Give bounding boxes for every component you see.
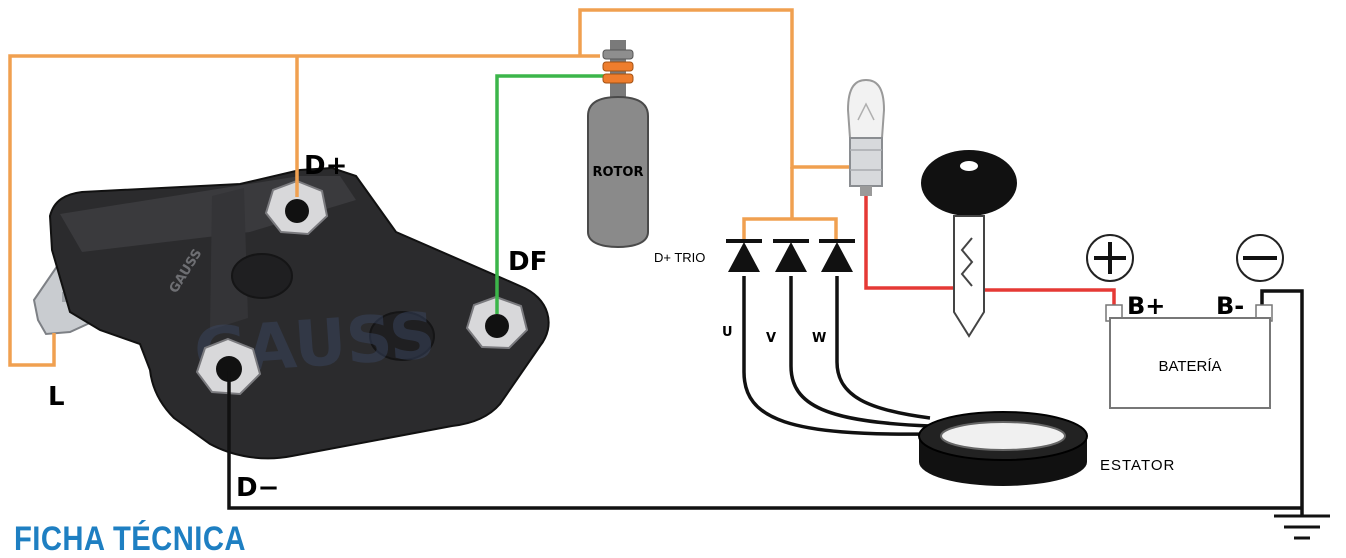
diode-trio bbox=[726, 239, 855, 272]
diode-w bbox=[819, 239, 855, 272]
stator-coil bbox=[918, 411, 1088, 486]
d-plus-trio-label: D+ TRIO bbox=[654, 250, 705, 265]
estator-label: ESTATOR bbox=[1100, 457, 1175, 474]
ground-icon bbox=[1274, 514, 1330, 540]
d-minus-terminal-nut bbox=[195, 337, 262, 396]
ignition-key-icon bbox=[921, 150, 1017, 338]
b-minus-label: B- bbox=[1216, 292, 1244, 320]
voltage-regulator: GAUSS GAUSS bbox=[32, 166, 550, 460]
ignition-wire-red bbox=[864, 196, 1116, 305]
rotor: ROTOR bbox=[587, 40, 649, 249]
u-label: U bbox=[722, 325, 733, 340]
field-wires-orange bbox=[8, 8, 852, 367]
battery: BATERÍA bbox=[1105, 304, 1273, 409]
diode-u bbox=[726, 239, 762, 272]
b-plus-label: B+ bbox=[1127, 292, 1165, 320]
bateria-label: BATERÍA bbox=[1158, 358, 1221, 375]
ground-wire-black bbox=[227, 289, 1304, 515]
lamp-bulb-icon bbox=[846, 78, 886, 196]
d-plus-terminal-nut bbox=[264, 179, 329, 236]
df-label: DF bbox=[508, 247, 547, 277]
d-plus-label: D+ bbox=[304, 151, 347, 181]
v-label: V bbox=[766, 331, 776, 346]
d-minus-label: D− bbox=[236, 473, 279, 503]
df-wire-green bbox=[495, 74, 606, 314]
ficha-tecnica-heading: FICHA TÉCNICA bbox=[14, 520, 246, 558]
stator-phase-wires bbox=[742, 276, 931, 436]
diode-v bbox=[773, 239, 809, 272]
df-terminal-nut bbox=[465, 295, 529, 350]
l-label: L bbox=[48, 382, 65, 412]
minus-circle-icon bbox=[1236, 234, 1284, 282]
plus-circle-icon bbox=[1086, 234, 1134, 282]
rotor-label: ROTOR bbox=[593, 165, 644, 180]
w-label: W bbox=[812, 331, 826, 346]
